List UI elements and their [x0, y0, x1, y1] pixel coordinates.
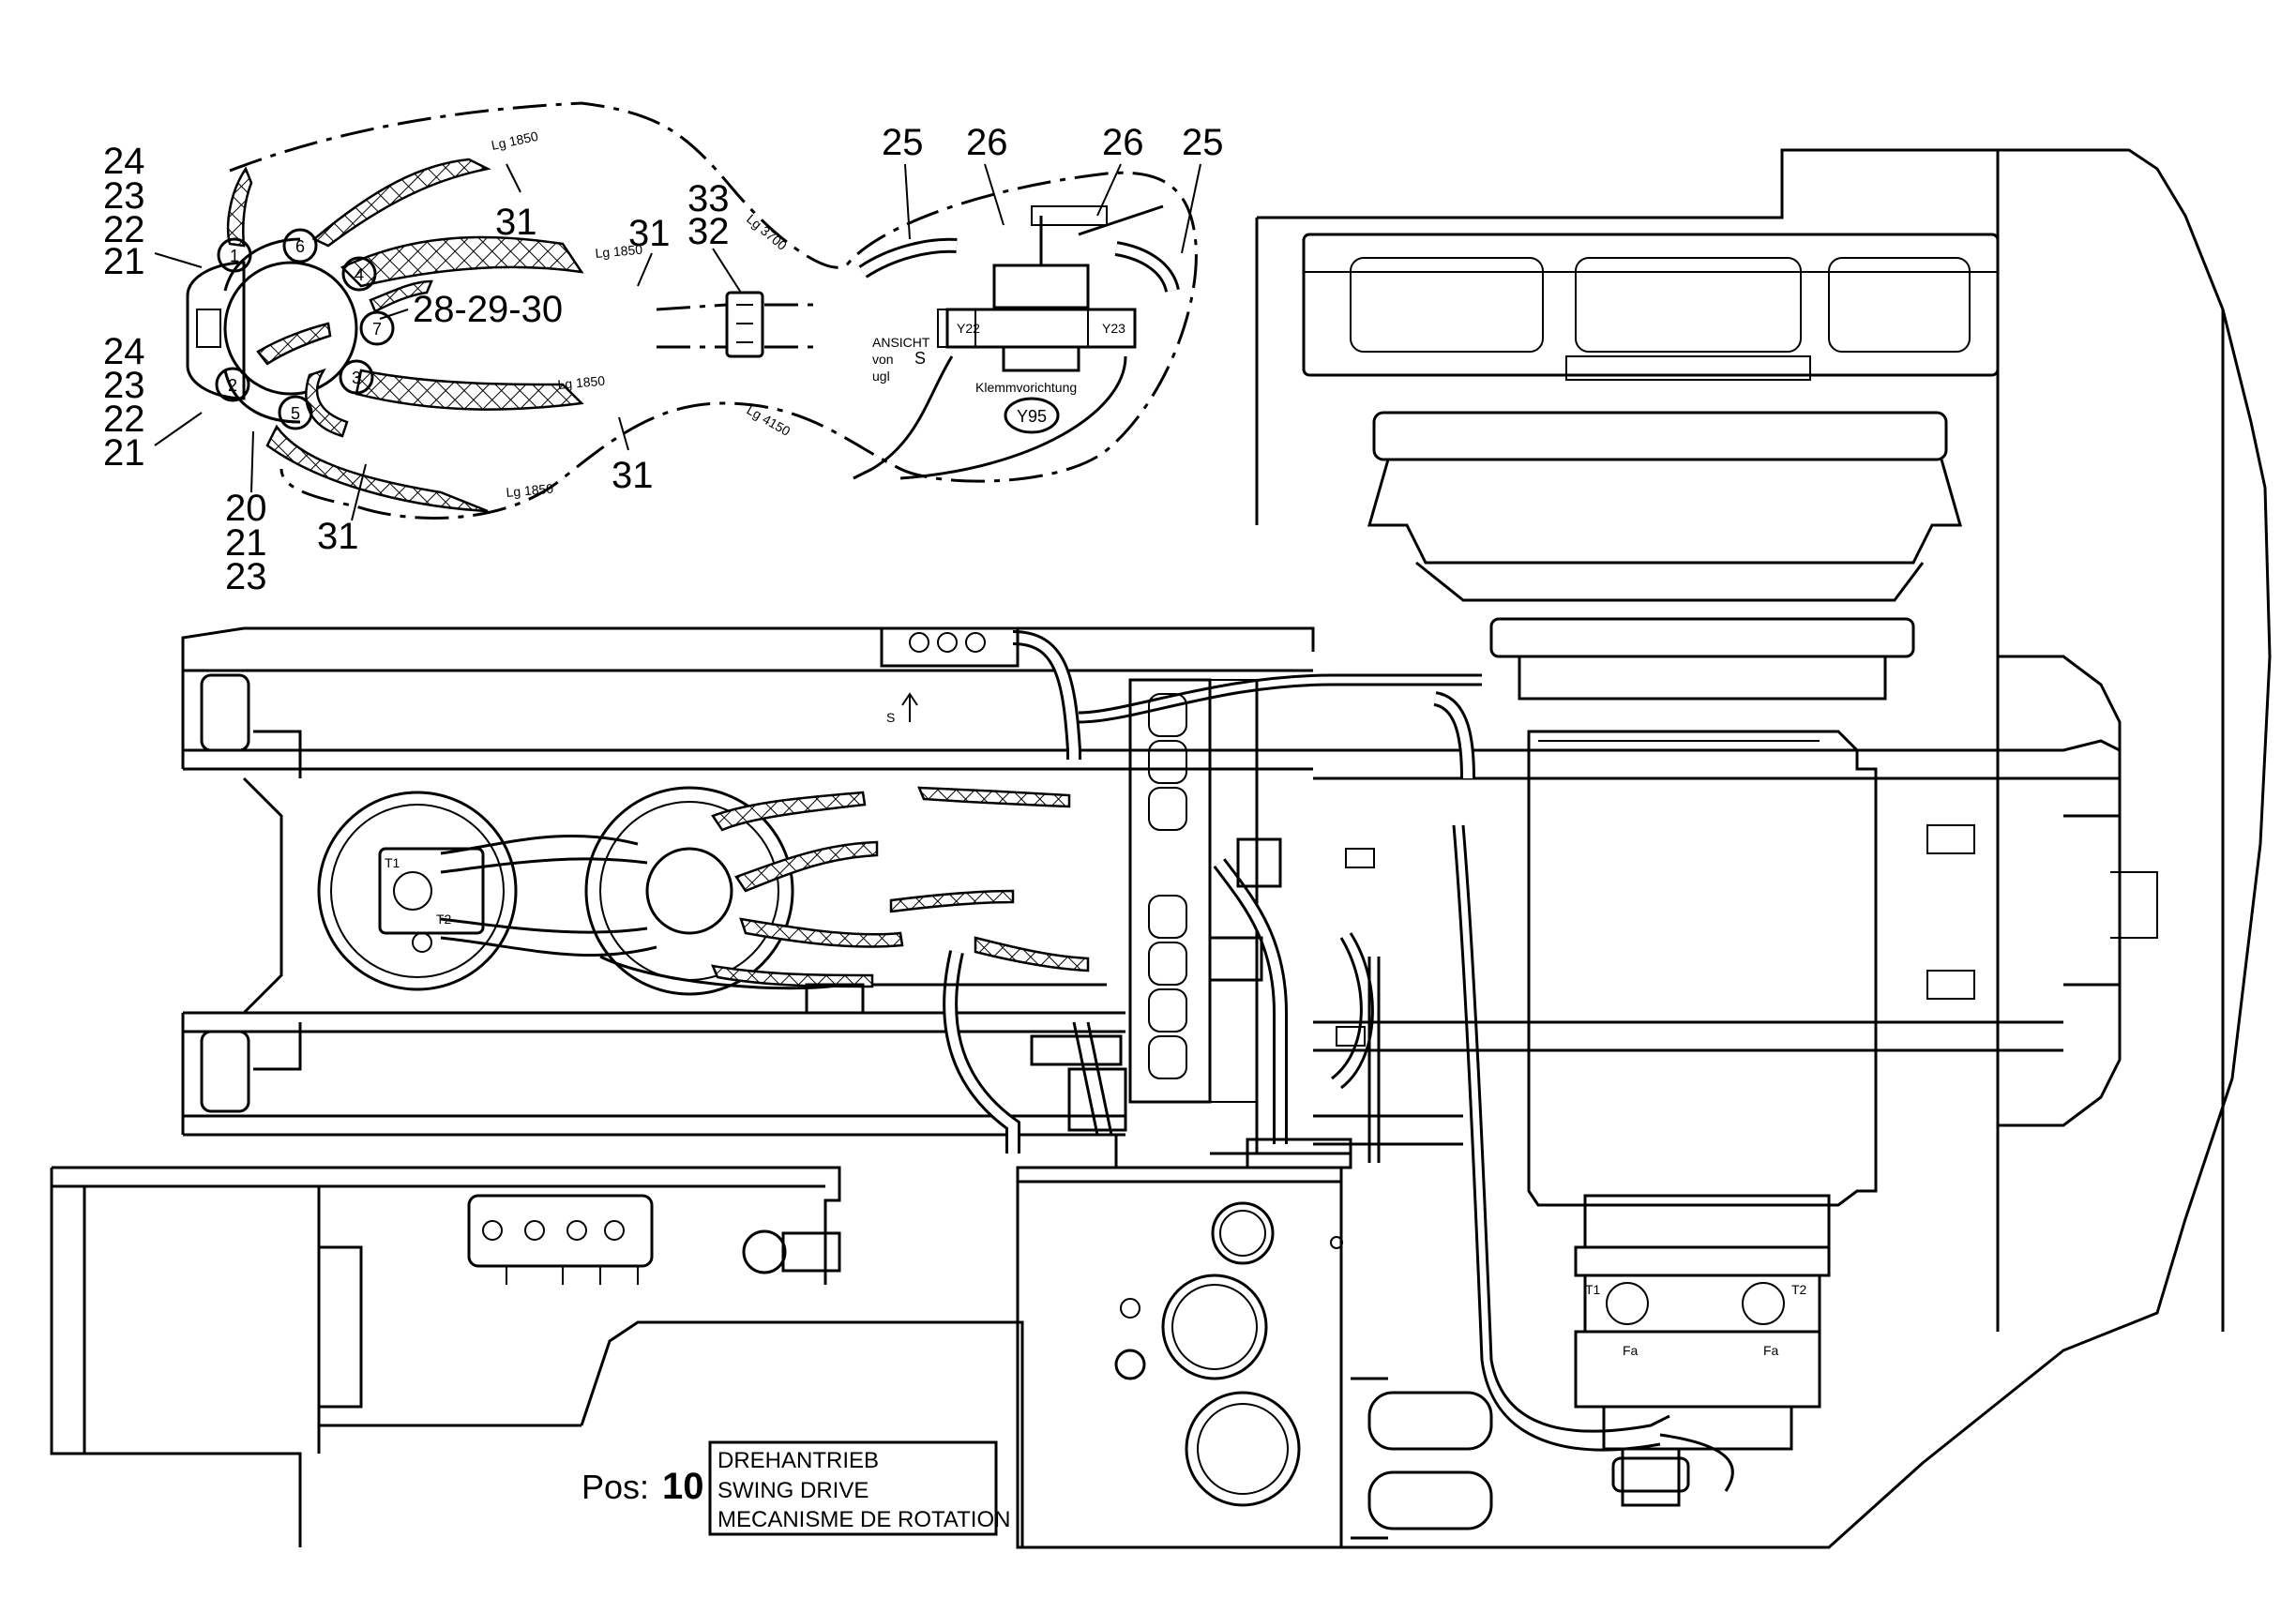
position-number: 10	[662, 1466, 704, 1507]
port-label: T1	[1585, 1282, 1601, 1297]
hose-length-label: Lg 1850	[506, 481, 554, 500]
callout-21: 21	[103, 432, 145, 474]
small-labels: Lg 1850 Lg 1850 Lg 1850 Lg 1850 Lg 3700 …	[385, 128, 1807, 1358]
callout-32: 32	[687, 211, 730, 252]
hydraulic-hoses	[440, 626, 1734, 1492]
callout-23: 23	[103, 175, 145, 217]
fitting-number: 6	[295, 237, 305, 256]
clamp-device-label: Klemmvorichtung	[975, 380, 1077, 395]
view-label: S	[914, 349, 926, 368]
callout-25: 25	[1182, 122, 1224, 163]
view-label: ugl	[872, 369, 890, 384]
view-label: von	[872, 352, 894, 367]
machine-frame	[50, 148, 2272, 1549]
title-german: DREHANTRIEB	[718, 1448, 879, 1473]
fitting-number: 1	[230, 247, 239, 265]
hose-length-label: Lg 3700	[744, 211, 790, 253]
fitting-markers: 1 2 3 4 5 6 7	[215, 228, 395, 430]
port-label: Fa	[1623, 1343, 1639, 1358]
callout-31: 31	[317, 516, 359, 557]
callout-22: 22	[103, 399, 145, 440]
valve-label: Y95	[1017, 407, 1047, 426]
view-arrow-label: S	[886, 710, 895, 725]
detail-inset: 1 2 3 4 5 6 7	[186, 101, 1198, 520]
fitting-number: 4	[355, 265, 364, 284]
view-label: ANSICHT	[872, 335, 930, 350]
fitting-number: 5	[291, 404, 300, 423]
callout-28-29-30: 28-29-30	[413, 289, 563, 330]
title-block: Pos: 10 DREHANTRIEB SWING DRIVE MECANISM…	[582, 1440, 1010, 1536]
fitting-number: 7	[372, 320, 382, 339]
callout-21: 21	[103, 241, 145, 282]
port-label: T2	[1791, 1282, 1807, 1297]
fitting-number: 2	[228, 376, 237, 395]
callout-25: 25	[882, 122, 924, 163]
position-label: Pos:	[582, 1468, 649, 1506]
callout-21: 21	[225, 522, 267, 564]
callout-23: 23	[225, 556, 267, 597]
port-label: T2	[436, 912, 452, 927]
callout-26: 26	[1102, 122, 1144, 163]
hose-length-label: Lg 1850	[490, 128, 539, 153]
callout-31: 31	[628, 213, 671, 254]
callout-24: 24	[103, 141, 145, 182]
callout-33: 33	[687, 178, 730, 219]
callout-24: 24	[103, 331, 145, 372]
port-label: Fa	[1763, 1343, 1779, 1358]
callout-26: 26	[966, 122, 1008, 163]
valve-label: Y22	[957, 321, 980, 336]
callout-31: 31	[495, 202, 537, 243]
hose-length-label: Lg 4150	[745, 402, 793, 439]
valve-label: Y23	[1102, 321, 1125, 336]
hose-length-label: Lg 1850	[595, 242, 643, 261]
title-english: SWING DRIVE	[718, 1478, 869, 1503]
callout-31: 31	[612, 455, 654, 496]
port-label: T1	[385, 855, 400, 870]
title-french: MECANISME DE ROTATION	[718, 1507, 1010, 1532]
fitting-number: 3	[352, 369, 361, 387]
callout-20: 20	[225, 488, 267, 529]
hose-length-label: Lg 1850	[557, 373, 606, 392]
callout-22: 22	[103, 209, 145, 250]
callout-numbers: 24 23 22 21 24 23 22 21 20 21 23 31 31 3…	[103, 122, 1224, 597]
callout-23: 23	[103, 365, 145, 406]
